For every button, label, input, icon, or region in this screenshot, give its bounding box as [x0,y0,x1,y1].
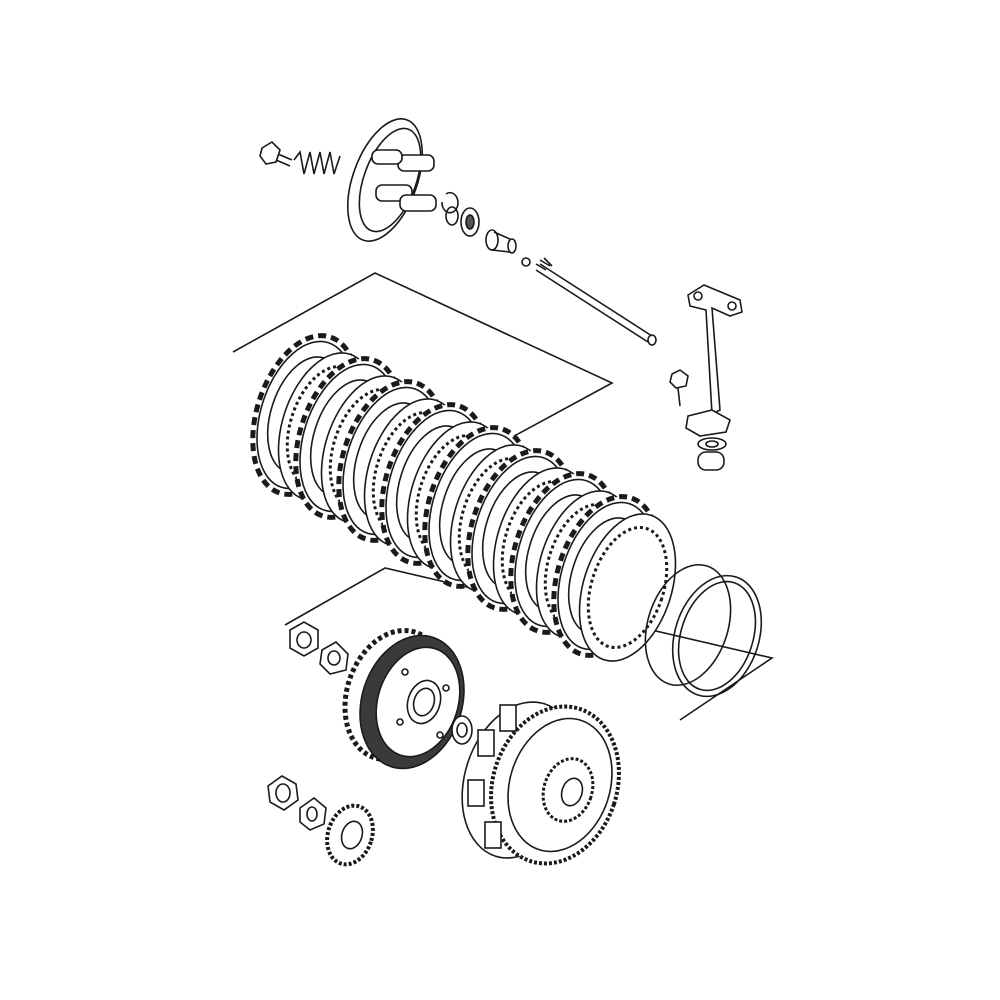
push-rod-icon [535,257,657,346]
clutch-spring-icon [293,150,341,175]
damper-ring-icon [671,574,763,698]
gear-washer-icon [299,796,327,831]
lever-bolt-icon [669,369,689,407]
push-piece-icon [485,229,517,254]
wire-ring-icon [644,563,732,687]
steel-plate [578,513,677,662]
gear-nut-icon [267,775,299,811]
clutch-basket-icon [461,701,621,866]
friction-plate-pack-icon [250,333,677,662]
thrust-washer-icon [451,715,473,745]
thrust-bearing-icon [460,207,480,237]
circlip-icon [441,191,459,214]
plate-pack-bracket-top [232,272,614,461]
retainer-plate-icon [685,409,731,437]
clutch-bolt-icon [259,140,293,167]
lock-washer-icon [319,641,349,675]
primary-gear-icon [325,803,375,867]
hub-nut-icon [289,621,319,657]
inner-hub-icon [342,628,465,770]
needle-bearing-icon [697,437,727,471]
release-lever-icon [687,284,743,416]
ball-icon [521,257,531,267]
washer-icon [445,206,459,226]
pressure-plate-icon [347,118,437,242]
